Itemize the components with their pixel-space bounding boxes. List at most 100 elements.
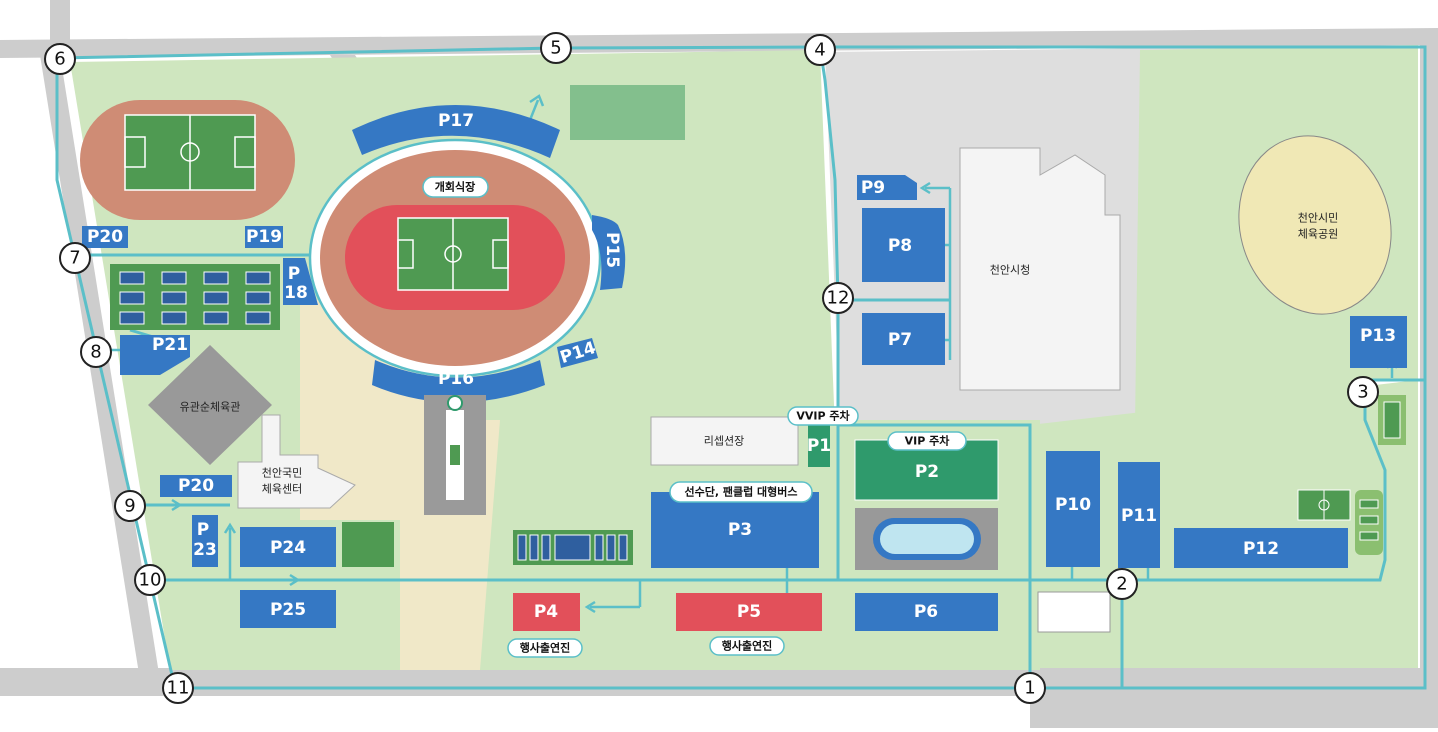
parking-p7-label: P7 — [888, 330, 912, 350]
gate-10: 10 — [134, 564, 166, 596]
parking-p23-label-b: 23 — [193, 540, 217, 560]
event-p5-label: 행사출연진 — [722, 639, 773, 653]
parking-p8-label: P8 — [888, 236, 912, 256]
parking-p24 — [240, 527, 336, 567]
parking-p9-label: P9 — [861, 178, 885, 198]
parking-p8 — [862, 208, 945, 282]
label-pills: VVIP 주차 VIP 주차 선수단, 팬클럽 대형버스 행사출연진 행사출연진 — [507, 406, 967, 658]
sports-courts-south — [513, 530, 633, 565]
small-building — [1037, 591, 1111, 633]
parking-p7 — [862, 313, 945, 365]
gate-8: 8 — [80, 336, 112, 368]
svg-text:12: 12 — [827, 288, 850, 309]
svg-text:11: 11 — [167, 678, 190, 699]
parking-p1 — [808, 422, 830, 467]
parking-p13-label: P13 — [1360, 326, 1396, 346]
gate-4: 4 — [804, 34, 836, 66]
parking-p3 — [651, 492, 819, 568]
parking-p6 — [855, 593, 998, 631]
parking-p5-label: P5 — [737, 602, 761, 622]
parking-p18-label-a: P — [288, 264, 300, 284]
svg-text:3: 3 — [1357, 382, 1368, 403]
parking-p6-label: P6 — [914, 602, 938, 622]
gate-7: 7 — [59, 242, 91, 274]
parking-p11-label: P11 — [1121, 506, 1157, 526]
svg-text:리셉션장: 리셉션장 — [704, 435, 744, 448]
parking-p20-south-label: P20 — [178, 476, 214, 496]
svg-text:5: 5 — [550, 38, 561, 59]
svg-text:10: 10 — [139, 570, 162, 591]
gate-markers[interactable]: 1 2 3 4 5 6 7 8 9 10 11 12 — [44, 32, 1379, 704]
svg-text:체육센터: 체육센터 — [262, 483, 302, 496]
opening-ceremony-label: 개회식장 — [435, 180, 475, 194]
svg-text:9: 9 — [124, 496, 135, 517]
parking-p13 — [1350, 316, 1407, 368]
parking-p16-label: P16 — [438, 369, 474, 389]
yukwansun-gym: 유관순체육관 — [148, 345, 272, 465]
gate-9: 9 — [114, 490, 146, 522]
svg-text:천안시청: 천안시청 — [990, 263, 1030, 277]
parking-p10 — [1046, 451, 1100, 567]
parking-p4-label: P4 — [534, 602, 558, 622]
gate-5: 5 — [540, 32, 572, 64]
reception-hall: 리셉션장 — [650, 416, 799, 466]
stadium-entrance — [424, 395, 486, 515]
parking-p25-label: P25 — [270, 600, 306, 620]
svg-text:체육공원: 체육공원 — [1298, 228, 1338, 241]
parking-p15-label: P15 — [602, 232, 622, 268]
svg-text:2: 2 — [1116, 574, 1127, 595]
svg-text:7: 7 — [69, 248, 80, 269]
parking-p14 — [557, 338, 598, 368]
small-sports-facilities — [1297, 395, 1406, 555]
parking-p21 — [120, 335, 190, 375]
stand-north — [352, 105, 560, 158]
svg-text:유관순체육관: 유관순체육관 — [180, 401, 241, 414]
parking-p18-label-b: 18 — [284, 283, 308, 303]
svg-text:6: 6 — [54, 49, 65, 70]
city-hall: 천안시청 — [959, 147, 1121, 391]
parking-p23-label-a: P — [197, 520, 209, 540]
stand-south — [372, 360, 545, 403]
parking-p19-label: P19 — [246, 227, 282, 247]
parking-p23 — [192, 515, 218, 567]
svg-text:8: 8 — [90, 342, 101, 363]
parking-p12-label: P12 — [1243, 539, 1279, 559]
citizen-sports-park: 천안시민 체육공원 — [1238, 135, 1392, 315]
parking-p24-label: P24 — [270, 538, 306, 558]
opening-ceremony-pill — [422, 176, 489, 198]
parking-p20-south — [160, 475, 232, 497]
svg-text:4: 4 — [814, 40, 825, 61]
gate-6: 6 — [44, 43, 76, 75]
gate-2: 2 — [1106, 568, 1138, 600]
svg-text:천안시민: 천안시민 — [1298, 211, 1338, 225]
parking-p2-label: P2 — [915, 462, 939, 482]
parking-p20-north — [82, 226, 128, 248]
swimming-pool — [855, 508, 998, 570]
svg-text:1: 1 — [1024, 678, 1035, 699]
parking-p1-label: P1 — [807, 436, 831, 456]
parking-p18 — [283, 258, 318, 305]
sports-center: 천안국민 체육센터 — [237, 414, 356, 509]
svg-text:천안국민: 천안국민 — [262, 466, 302, 480]
parking-lots[interactable]: P1 P2 P3 P4 P5 P6 P7 P8 P9 P10 P11 P12 P… — [82, 111, 1407, 631]
parking-p21-label: P21 — [152, 335, 188, 355]
vip-label: VIP 주차 — [905, 434, 951, 448]
parking-p9 — [857, 175, 917, 200]
parking-p20-north-label: P20 — [87, 227, 123, 247]
parking-p4 — [513, 593, 580, 631]
parking-p12 — [1174, 528, 1348, 568]
green-field — [570, 85, 685, 140]
gate-11: 11 — [162, 672, 194, 704]
parking-p17-label: P17 — [438, 111, 474, 131]
vvip-label: VVIP 주차 — [796, 409, 850, 423]
parking-p10-label: P10 — [1055, 495, 1091, 515]
teams-bus-label: 선수단, 팬클럽 대형버스 — [684, 485, 797, 499]
green-block — [342, 522, 394, 567]
parking-p25 — [240, 590, 336, 628]
parking-p15 — [592, 215, 626, 290]
gate-3: 3 — [1347, 376, 1379, 408]
tennis-courts — [110, 264, 280, 330]
gate-12: 12 — [822, 282, 854, 314]
